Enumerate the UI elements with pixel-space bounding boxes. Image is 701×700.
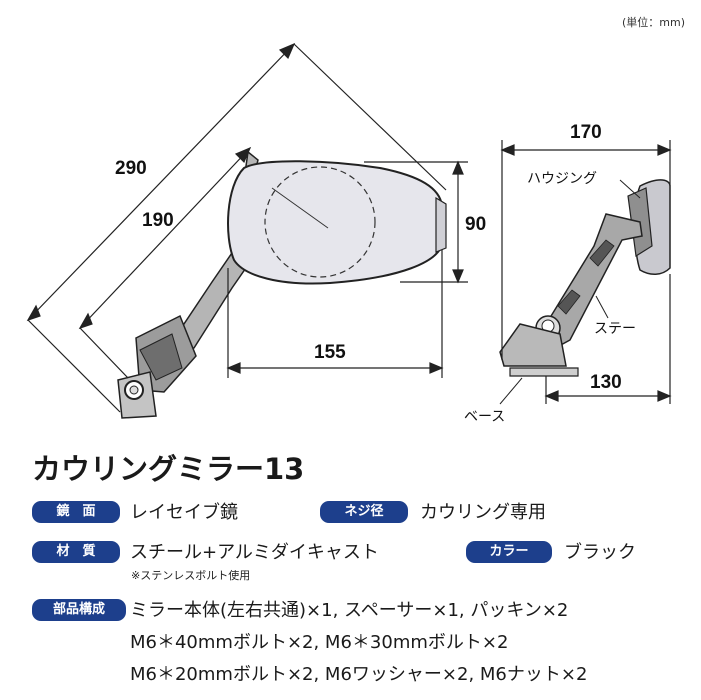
spec-parts-line-1: ミラー本体(左右共通)×1, スペーサー×1, パッキン×2 xyxy=(130,600,569,621)
callout-base: ベース xyxy=(464,409,506,425)
spec-parts-badge: 部品構成 xyxy=(32,599,126,621)
dim-label-290: 290 xyxy=(115,158,147,179)
dim-label-130: 130 xyxy=(590,372,622,393)
unit-note: (単位：mm) xyxy=(621,16,685,29)
spec-thread: ネジ径 xyxy=(320,500,408,523)
dim-line-90 xyxy=(364,160,468,284)
spec-mirror-face-badge: 鏡 面 xyxy=(32,501,120,523)
spec-mirror-face-value: レイセイブ鏡 xyxy=(130,502,238,523)
dim-label-170: 170 xyxy=(570,122,602,143)
dimension-diagram xyxy=(26,42,672,419)
callout-housing: ハウジング xyxy=(527,171,597,187)
spec-parts-line-2: M6＊40mmボルト×2, M6＊30mmボルト×2 xyxy=(130,632,509,653)
dim-line-170 xyxy=(500,140,672,360)
callout-leaders xyxy=(499,179,641,405)
spec-material-note: ※ステンレスボルト使用 xyxy=(131,569,251,582)
spec-parts: 部品構成 xyxy=(32,598,126,621)
spec-color-badge: カラー xyxy=(466,541,552,563)
dim-line-290 xyxy=(26,42,447,413)
spec-color-value: ブラック xyxy=(564,542,636,563)
spec-color: カラー xyxy=(466,540,552,563)
callout-stay: ステー xyxy=(594,321,636,337)
product-title: カウリングミラー13 xyxy=(32,452,305,486)
dim-line-155 xyxy=(226,250,444,378)
dim-label-155: 155 xyxy=(314,342,346,363)
spec-mirror-face: 鏡 面 xyxy=(32,500,120,523)
spec-parts-line-3: M6＊20mmボルト×2, M6ワッシャー×2, M6ナット×2 xyxy=(130,664,588,685)
front-mirror-housing xyxy=(227,160,447,285)
side-mirror xyxy=(499,179,671,377)
spec-material: 材 質 xyxy=(32,540,120,563)
spec-thread-badge: ネジ径 xyxy=(320,501,408,523)
dim-label-190: 190 xyxy=(142,210,174,231)
spec-material-badge: 材 質 xyxy=(32,541,120,563)
dim-line-190 xyxy=(78,146,252,379)
spec-thread-value: カウリング専用 xyxy=(420,502,546,523)
spec-material-value: スチール+アルミダイキャスト xyxy=(130,542,379,563)
dim-label-90: 90 xyxy=(465,214,487,235)
dim-line-130 xyxy=(544,274,672,404)
